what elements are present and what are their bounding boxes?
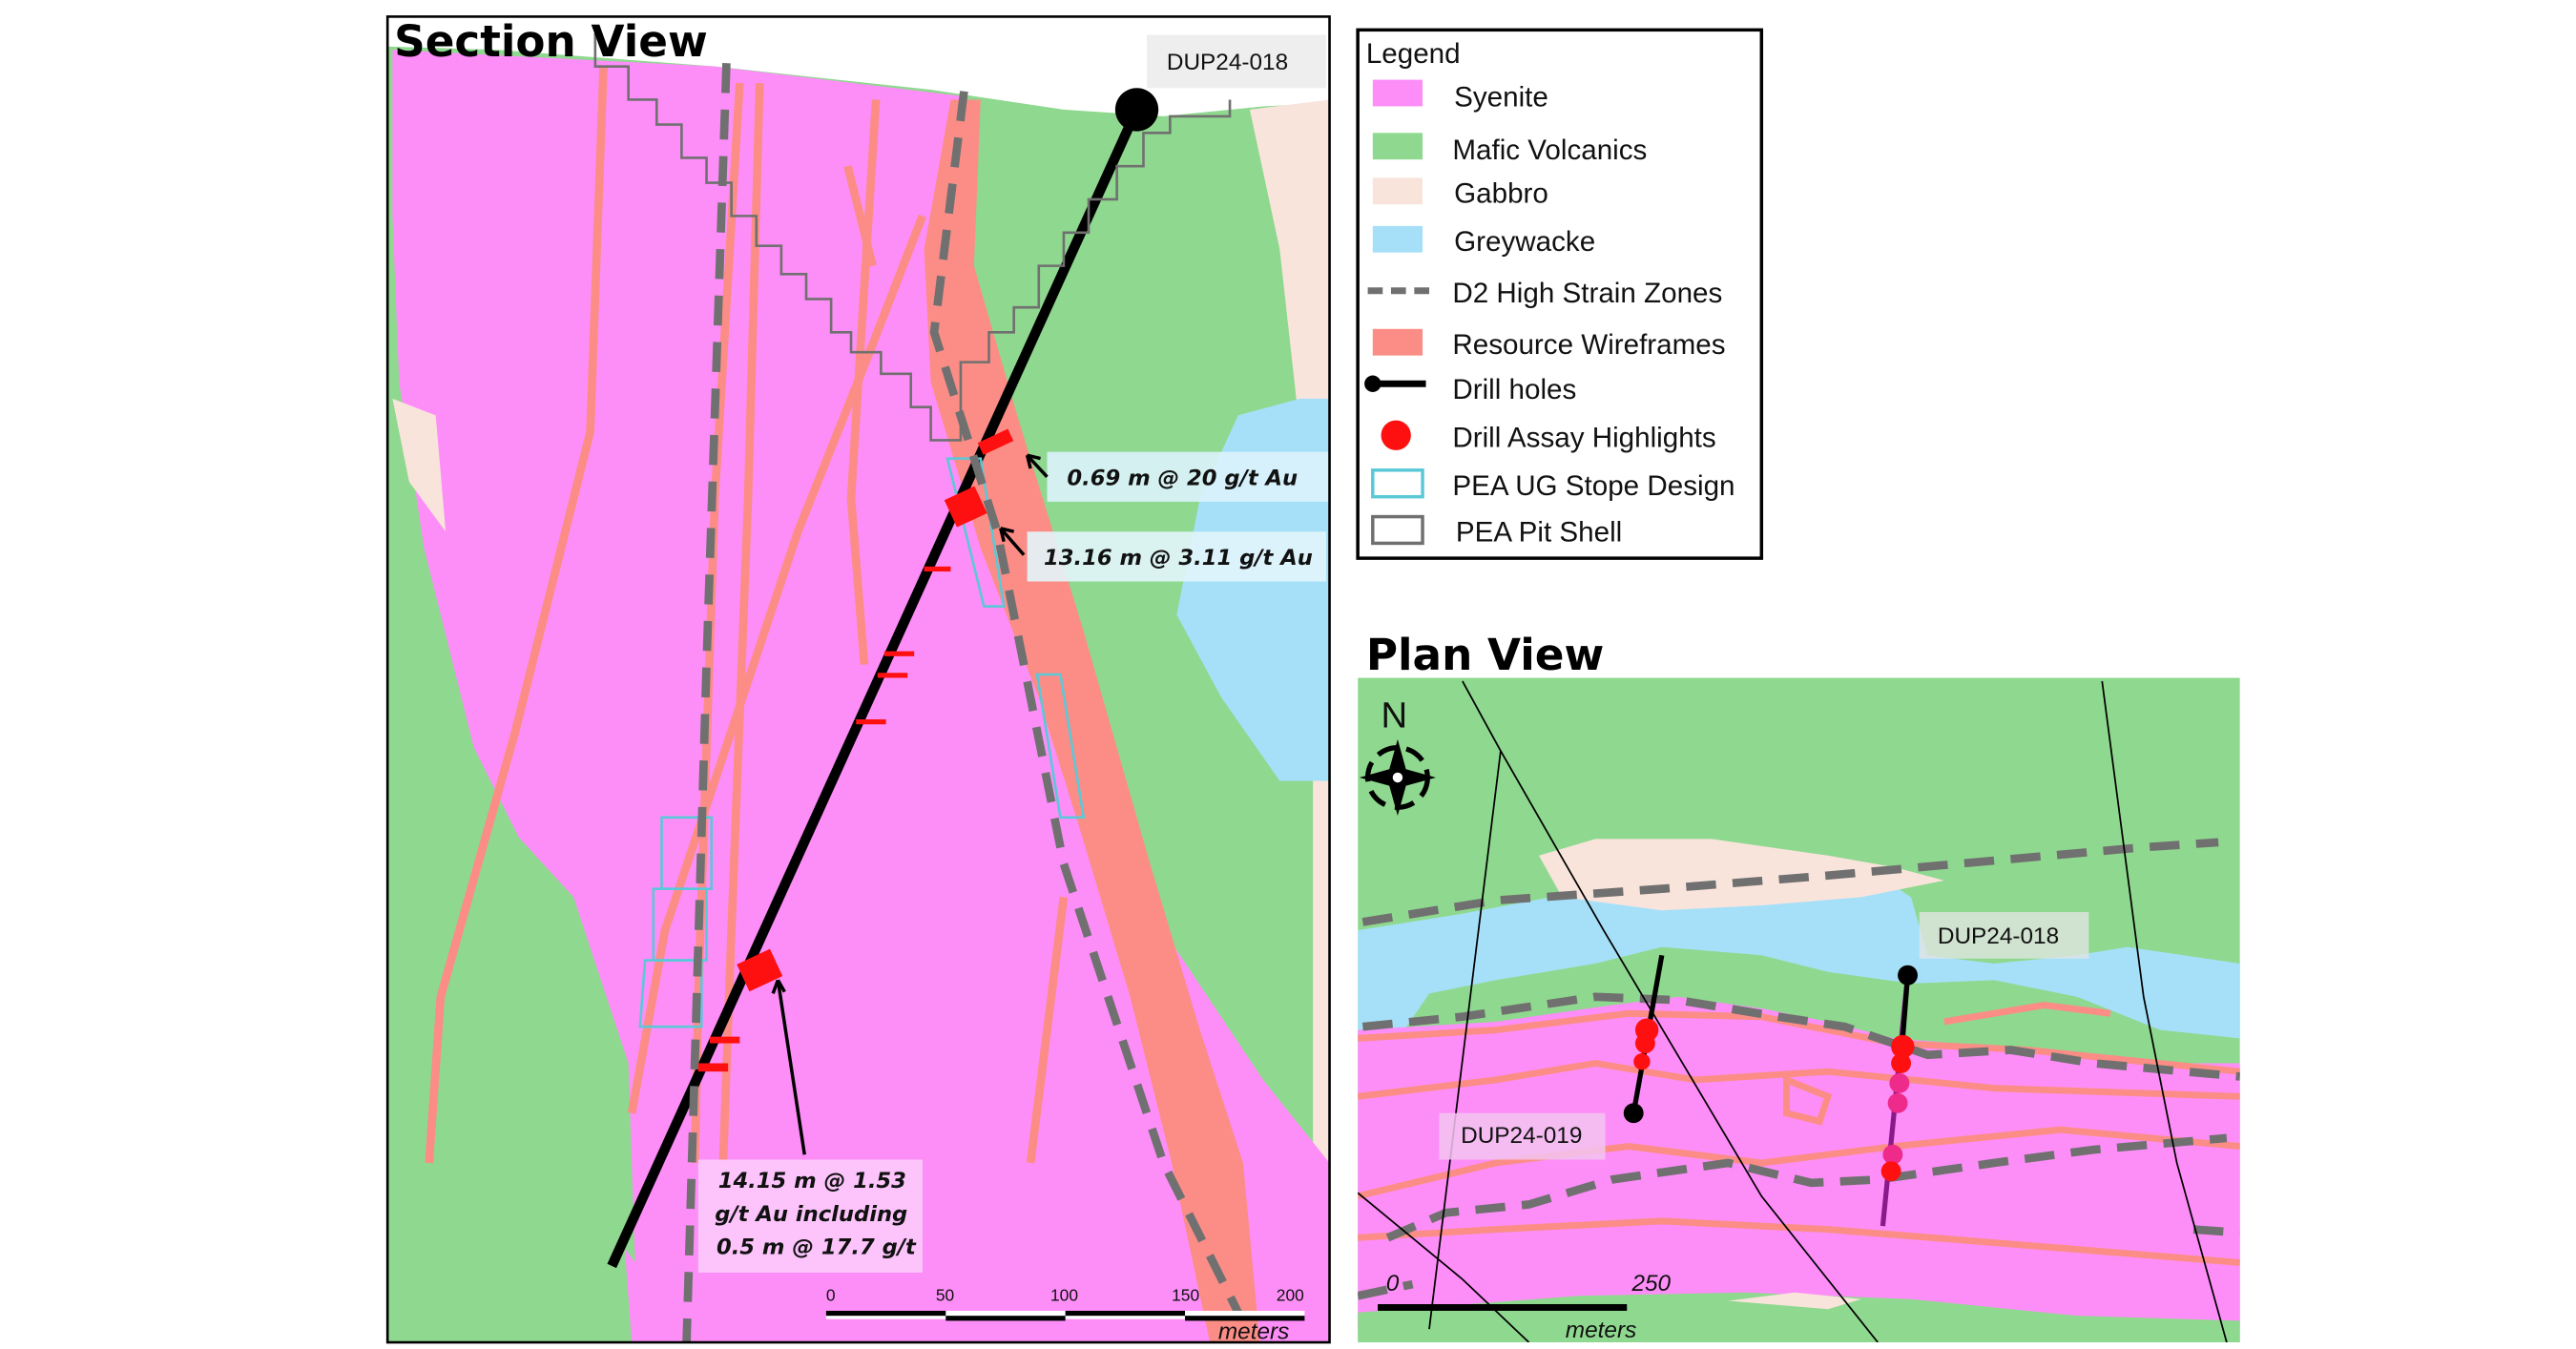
annotation-box [1047, 451, 1330, 502]
syenite-swatch [1372, 79, 1423, 107]
d2-high-strain-zone [682, 63, 1242, 1343]
hole-label-box [1146, 34, 1327, 89]
legend: Legend Syenite Mafic Volcanics Gabbro Gr… [1356, 28, 1764, 560]
gabbro-swatch [1372, 177, 1423, 205]
legend-item-gabbro: Gabbro [1454, 177, 1548, 209]
scale-tick-label: 250 [1631, 1271, 1671, 1297]
topography-air [387, 16, 1330, 116]
assay-annotation: 14.15 m @ 1.53 [718, 1169, 906, 1193]
plan-view-map [1358, 677, 2240, 1343]
legend-item-greywacke: Greywacke [1454, 226, 1595, 258]
pea-pit-shell [593, 32, 1232, 442]
scale-tick-label: 100 [1050, 1286, 1078, 1305]
resource-wireframe-lines [1358, 1002, 2240, 1266]
legend-item-pea-ug-stope-design: PEA UG Stope Design [1452, 470, 1735, 502]
scale-unit: meters [1566, 1318, 1636, 1343]
scale-unit: meters [1218, 1319, 1289, 1345]
section-view-map [387, 16, 1330, 1343]
gabbro-area [392, 398, 447, 532]
annotation-box [697, 1159, 923, 1273]
legend-item-drill-holes: Drill holes [1452, 374, 1576, 405]
legend-item-drill-assay-highlights: Drill Assay Highlights [1452, 422, 1715, 453]
hole-label-box [1919, 912, 2089, 959]
drill-hole-dup24-018-upper [1900, 974, 1911, 1039]
north-label: N [1381, 695, 1408, 737]
pit-shell-outline-icon [1371, 514, 1424, 546]
section-scale-bar [825, 1310, 1305, 1321]
mafic-volcanics-area [399, 731, 635, 1263]
plan-hole-label: DUP24-018 [1938, 924, 2059, 949]
scale-tick-label: 150 [1172, 1286, 1199, 1305]
assay-annotation: 0.69 m @ 20 g/t Au [1067, 466, 1298, 490]
assay-dot-icon [1381, 420, 1411, 450]
legend-item-pea-pit-shell: PEA Pit Shell [1456, 517, 1622, 549]
assay-annotation: g/t Au including [715, 1202, 907, 1227]
plan-scale-bar [1378, 1303, 1628, 1311]
fault-lines [1358, 680, 2228, 1343]
assay-annotation: 13.16 m @ 3.11 g/t Au [1044, 546, 1313, 571]
annotation-arrows [771, 453, 1049, 1155]
pea-ug-stope-design [638, 457, 1086, 1028]
legend-item-resource-wireframes: Resource Wireframes [1452, 329, 1725, 361]
greywacke-area [1358, 863, 2240, 1039]
drill-assay-highlights [1633, 1018, 1915, 1182]
stope-outline-icon [1371, 468, 1424, 499]
scale-tick-label: 0 [826, 1286, 836, 1305]
north-arrow-compass-icon [1359, 738, 1436, 817]
d2-high-strain-zone [1358, 838, 2240, 1300]
drill-hole-collar [1898, 965, 1918, 986]
assay-annotation: 0.5 m @ 17.7 g/t [717, 1235, 917, 1260]
scale-tick-label: 50 [936, 1286, 954, 1305]
plan-hole-label: DUP24-019 [1461, 1123, 1582, 1149]
mafic-volcanics-swatch [1372, 133, 1423, 160]
resource-wireframe [924, 99, 1260, 1343]
legend-item-mafic-volcanics: Mafic Volcanics [1452, 135, 1647, 166]
syenite-area [392, 50, 1330, 1343]
hole-label: DUP24-018 [1167, 50, 1288, 75]
legend-item-syenite: Syenite [1454, 81, 1548, 113]
drill-assay-highlights [697, 428, 1014, 1072]
drill-hole-dup24-018 [607, 107, 1142, 1269]
resource-wireframe-swatch [1372, 328, 1423, 356]
section-view-title: Section View [394, 16, 708, 67]
legend-item-d2-high-strain-zones: D2 High Strain Zones [1452, 278, 1722, 309]
section-view-frame [385, 15, 1331, 1344]
drill-hole-icon [1364, 375, 1381, 392]
drill-hole-collar [1114, 88, 1159, 132]
scale-tick-label: 0 [1386, 1271, 1400, 1297]
greywacke-swatch [1372, 225, 1423, 253]
annotation-box [1027, 531, 1327, 582]
scale-tick-label: 200 [1277, 1286, 1304, 1305]
drill-hole-collar [1623, 1103, 1644, 1124]
plan-view-title: Plan View [1366, 630, 1605, 680]
legend-title: Legend [1366, 38, 1461, 70]
hole-label-box [1439, 1112, 1606, 1160]
